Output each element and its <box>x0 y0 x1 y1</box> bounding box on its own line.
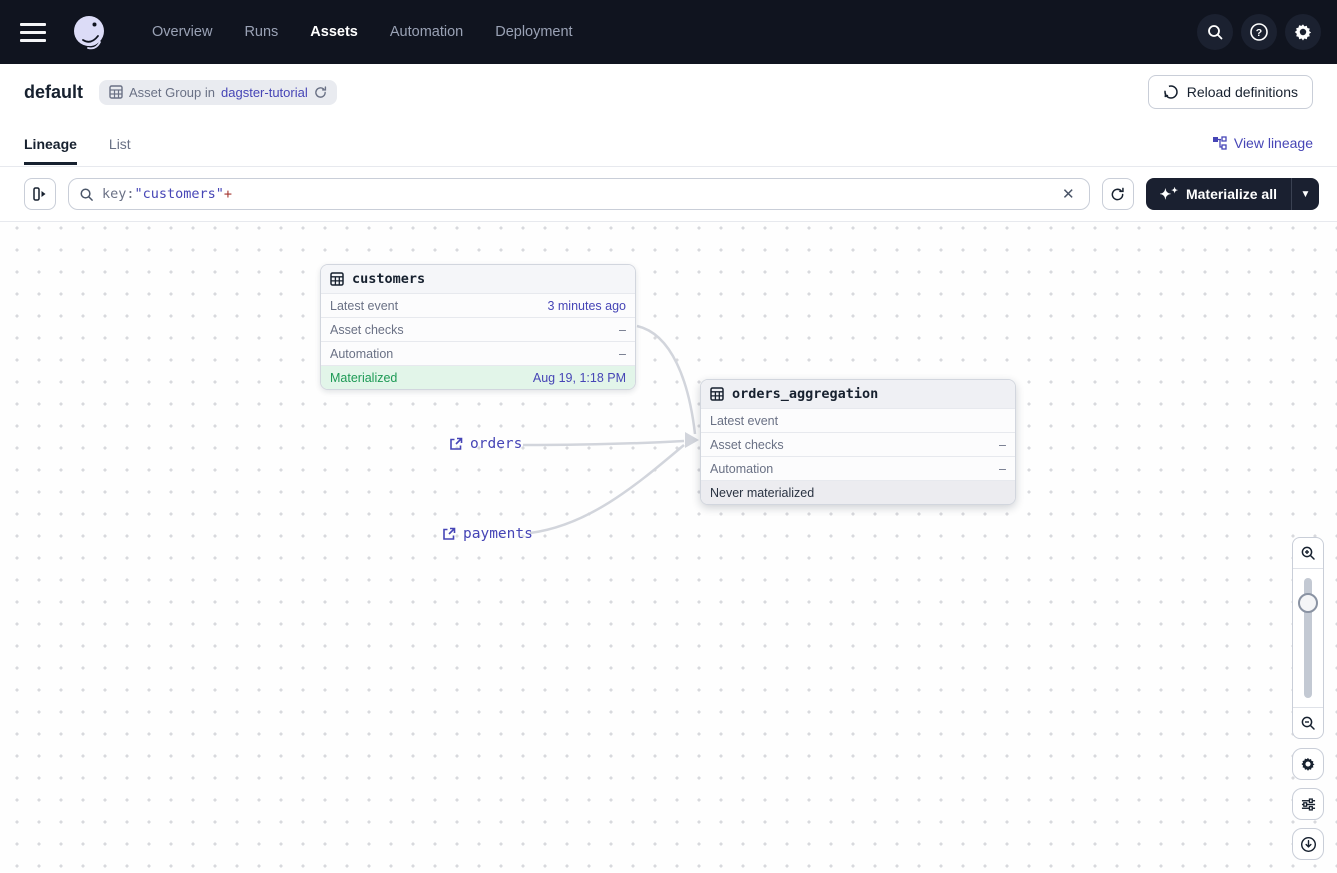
clear-search-icon[interactable]: ✕ <box>1061 186 1075 203</box>
lineage-graph-icon <box>1212 135 1227 150</box>
nav-item-assets[interactable]: Assets <box>310 24 358 40</box>
top-navbar: Overview Runs Assets Automation Deployme… <box>0 0 1337 64</box>
external-link-icon <box>450 437 463 450</box>
external-link-icon <box>443 527 456 540</box>
view-lineage-link[interactable]: View lineage <box>1212 135 1313 151</box>
zoom-slider-track[interactable] <box>1304 578 1312 698</box>
node-row-asset-checks: Asset checks – <box>701 432 1015 456</box>
filter-options-icon[interactable] <box>1292 788 1324 820</box>
reload-icon <box>1163 85 1178 99</box>
search-icon <box>80 188 93 201</box>
menu-icon[interactable] <box>20 18 48 46</box>
sparkle-icon: ✦✦ <box>1159 185 1178 202</box>
asset-node-customers[interactable]: customers Latest event 3 minutes ago Ass… <box>320 264 636 390</box>
node-row-latest-event: Latest event 3 minutes ago <box>321 293 635 317</box>
tab-list[interactable]: List <box>108 136 131 152</box>
external-asset-label: payments <box>463 526 533 542</box>
toggle-sidebar-panel-icon[interactable] <box>24 178 56 210</box>
reload-definitions-button[interactable]: Reload definitions <box>1147 75 1313 109</box>
zoom-slider-knob[interactable] <box>1298 593 1318 613</box>
table-icon <box>109 85 123 99</box>
tabs-bar: Lineage List View lineage <box>0 120 1337 167</box>
nav-item-automation[interactable]: Automation <box>389 24 464 40</box>
node-row-asset-checks: Asset checks – <box>321 317 635 341</box>
search-token-value: "customers" <box>134 186 224 202</box>
nav-item-deployment[interactable]: Deployment <box>495 24 573 40</box>
page-title: default <box>24 81 84 102</box>
table-icon <box>710 387 724 401</box>
external-asset-orders[interactable]: orders <box>449 436 522 452</box>
external-asset-payments[interactable]: payments <box>442 526 533 542</box>
lineage-canvas[interactable]: customers Latest event 3 minutes ago Ass… <box>0 222 1337 872</box>
dagster-logo-icon[interactable] <box>70 13 108 51</box>
asset-node-orders-aggregation[interactable]: orders_aggregation Latest event Asset ch… <box>700 379 1016 505</box>
lineage-edges <box>522 324 699 535</box>
materialize-dropdown-caret[interactable]: ▼ <box>1291 178 1319 210</box>
zoom-control-panel <box>1292 537 1324 739</box>
reload-definitions-label: Reload definitions <box>1186 84 1298 100</box>
nav-item-overview[interactable]: Overview <box>152 24 213 40</box>
refresh-graph-icon[interactable] <box>1101 178 1134 210</box>
badge-prefix: Asset Group in <box>129 84 216 100</box>
code-location-link[interactable]: dagster-tutorial <box>221 84 308 100</box>
recenter-view-icon[interactable] <box>1292 828 1324 860</box>
tab-lineage[interactable]: Lineage <box>24 122 77 165</box>
svg-text:?: ? <box>1256 27 1262 39</box>
asset-search-input[interactable]: key:"customers"+ ✕ <box>68 178 1090 210</box>
latest-event-link[interactable]: 3 minutes ago <box>547 298 626 313</box>
materialize-all-label: Materialize all <box>1185 186 1277 202</box>
external-asset-label: orders <box>470 436 523 452</box>
search-query: key:"customers"+ <box>102 186 1050 202</box>
graph-settings-gear-icon[interactable] <box>1292 748 1324 780</box>
graph-toolbar: key:"customers"+ ✕ ✦✦ Materialize all ▼ <box>0 167 1337 222</box>
search-token-op: + <box>223 186 233 202</box>
asset-node-title: customers <box>352 271 426 287</box>
nav-item-runs[interactable]: Runs <box>244 24 279 40</box>
table-icon <box>330 272 344 286</box>
asset-node-title: orders_aggregation <box>732 386 879 402</box>
node-row-automation: Automation – <box>701 456 1015 480</box>
zoom-in-icon[interactable] <box>1293 538 1323 569</box>
settings-gear-icon[interactable] <box>1285 14 1321 50</box>
materialize-button-group: ✦✦ Materialize all ▼ <box>1145 178 1319 210</box>
materialized-date-link[interactable]: Aug 19, 1:18 PM <box>532 370 626 385</box>
page-header: default Asset Group in dagster-tutorial … <box>0 64 1337 120</box>
view-lineage-label: View lineage <box>1233 135 1313 151</box>
main-nav: Overview Runs Assets Automation Deployme… <box>152 24 573 40</box>
search-token-key: key: <box>102 186 135 202</box>
search-icon[interactable] <box>1197 14 1233 50</box>
badge-refresh-icon[interactable] <box>314 85 327 99</box>
asset-group-badge: Asset Group in dagster-tutorial <box>99 79 337 105</box>
node-row-never-materialized: Never materialized <box>701 480 1015 504</box>
node-row-latest-event: Latest event <box>701 408 1015 432</box>
zoom-out-icon[interactable] <box>1293 707 1323 738</box>
materialize-all-button[interactable]: ✦✦ Materialize all <box>1146 178 1291 210</box>
zoom-slider[interactable] <box>1293 569 1323 707</box>
help-icon[interactable]: ? <box>1241 14 1277 50</box>
node-row-automation: Automation – <box>321 341 635 365</box>
node-row-materialized: Materialized Aug 19, 1:18 PM <box>321 365 635 389</box>
